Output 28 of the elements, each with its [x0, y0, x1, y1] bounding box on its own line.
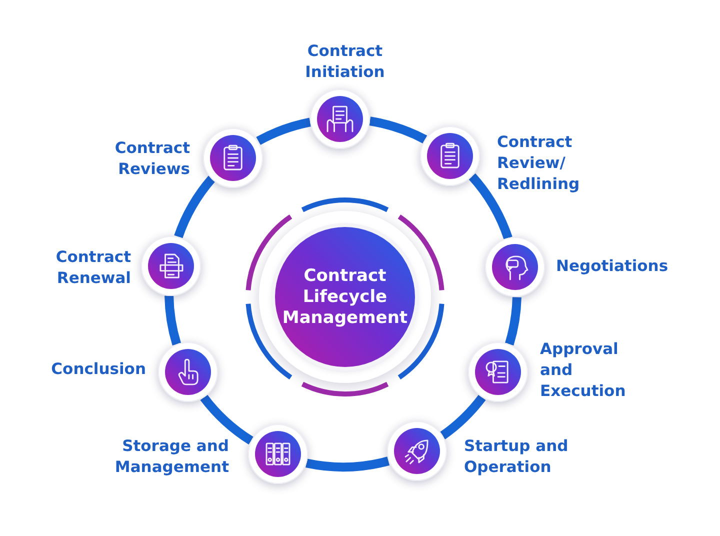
ring-segment — [306, 456, 390, 472]
ring-segment — [468, 174, 512, 240]
stage-circle — [420, 126, 480, 186]
stage-circle — [141, 236, 202, 296]
stage-circle — [485, 237, 546, 298]
stage-circle — [468, 342, 528, 402]
ring-segment — [174, 176, 216, 238]
stage-circle — [203, 128, 264, 188]
stage-circle — [386, 420, 447, 481]
ring-segment — [504, 296, 522, 346]
ring-segment — [440, 394, 486, 440]
stage-circle — [158, 342, 218, 402]
stage-circle — [310, 89, 370, 150]
ring-segment — [164, 295, 182, 346]
stage-label: Startup and Operation — [464, 436, 570, 478]
ring-segment — [200, 394, 254, 444]
stage-label: Contract Renewal — [54, 247, 131, 289]
stage-label: Negotiations — [556, 256, 668, 277]
stage-label: Contract Initiation — [304, 41, 386, 83]
ring-segment — [256, 118, 312, 145]
stage-circle — [248, 424, 308, 484]
stage-label: Contract Reviews — [114, 138, 190, 180]
stage-label: Contract Review/ Redlining — [497, 132, 581, 195]
hub-title: Contract Lifecycle Management — [281, 266, 409, 328]
stage-label: Conclusion — [51, 359, 146, 380]
stage-label: Approval and Execution — [540, 339, 627, 402]
stage-label: Storage and Management — [114, 436, 229, 478]
ring-segment — [369, 116, 427, 144]
